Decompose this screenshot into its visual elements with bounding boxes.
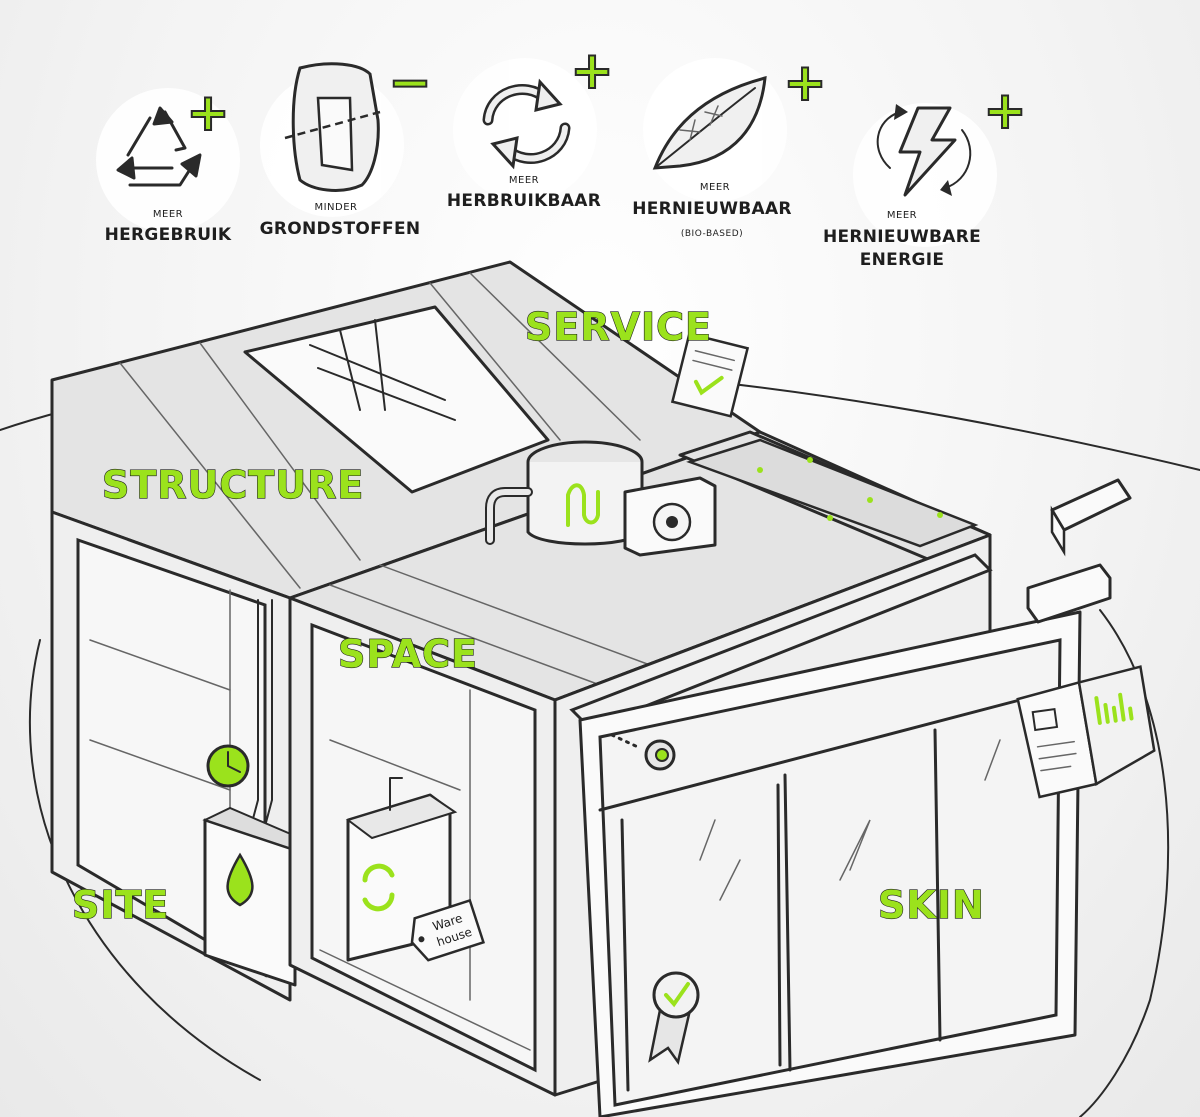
kitchen-counter-top: [345, 793, 458, 840]
layer-label-skin: SKIN: [878, 883, 985, 927]
clock-hand: [227, 751, 241, 773]
principle-large-label-line1: HERNIEUWBARE: [823, 227, 981, 247]
principle-small-label: MINDER: [314, 202, 357, 213]
layer-label-structure: STRUCTURE: [102, 463, 364, 507]
service-document: [670, 332, 750, 418]
principle-hernieuwbaar: + MEER HERNIEUWBAAR (BIO-BASED): [632, 52, 828, 239]
seal-ribbon: [648, 1009, 692, 1065]
warehouse-tag: Ware house: [410, 898, 486, 962]
seal-check-icon: [664, 982, 690, 1008]
principle-hergebruik: + MEER HERGEBRUIK: [105, 82, 232, 245]
building-passport: [1016, 665, 1156, 799]
principle-large-label: HERGEBRUIK: [105, 225, 232, 245]
principle-note: (BIO-BASED): [681, 229, 743, 239]
raw-materials-icon: [284, 62, 381, 192]
quality-seal-icon: [652, 971, 700, 1019]
renewable-energy-icon: [876, 104, 972, 197]
principle-sign: +: [983, 81, 1027, 141]
solar-panel: [243, 305, 550, 494]
principle-sign: +: [783, 53, 827, 113]
green-roof-plants: [757, 457, 943, 521]
window-mullions: [598, 688, 1060, 1092]
principle-large-label: HERNIEUWBAAR: [632, 199, 792, 219]
layer-label-site: SITE: [72, 883, 169, 927]
brick-top: [1050, 478, 1132, 532]
principle-small-label: MEER: [509, 175, 539, 186]
principle-hernieuwbare-energie: + MEER HERNIEUWBARE ENERGIE: [823, 80, 1028, 270]
principle-small-label: MEER: [153, 209, 183, 220]
principle-large-label: GRONDSTOFFEN: [260, 219, 421, 239]
heat-pump-fan-hub: [666, 516, 678, 528]
solar-panel-grid: [309, 319, 456, 421]
reuse-cycle-small-icon: [362, 863, 395, 912]
ground-ring: [28, 639, 261, 1081]
heating-coil-icon: [566, 483, 600, 527]
layer-label-service: SERVICE: [525, 305, 712, 349]
principle-grondstoffen: − MINDER GRONDSTOFFEN: [260, 52, 433, 239]
layer-label-space: SPACE: [338, 632, 478, 676]
sensor-light: [655, 748, 669, 762]
principle-sign: −: [388, 53, 432, 113]
principle-herbruikbaar: + MEER HERBRUIKBAAR: [447, 40, 615, 211]
principle-small-label: MEER: [700, 182, 730, 193]
roof-planks: [119, 272, 641, 589]
reuse-cycle-icon: [482, 78, 571, 170]
boiler-pipe-inner: [487, 489, 531, 543]
principle-small-label: MEER: [887, 210, 917, 221]
principle-sign: +: [186, 83, 230, 143]
glass-reflections: [699, 739, 1001, 901]
space-roof-planks: [329, 564, 651, 686]
green-roof: [686, 438, 979, 548]
sensor-dots: [610, 733, 642, 750]
water-drop-icon: [226, 852, 254, 907]
space-interior-lines: [319, 689, 531, 1051]
brick-lower: [1026, 563, 1112, 624]
principle-large-label-line2: ENERGIE: [860, 250, 945, 270]
principle-sign: +: [570, 41, 614, 101]
brick-top-face: [1050, 505, 1066, 557]
leaf-icon: [652, 75, 767, 170]
principle-large-label: HERBRUIKBAAR: [447, 191, 601, 211]
recycle-icon: [116, 106, 202, 187]
skin-window-inner: [598, 638, 1062, 1107]
kitchen-tap: [389, 777, 403, 811]
